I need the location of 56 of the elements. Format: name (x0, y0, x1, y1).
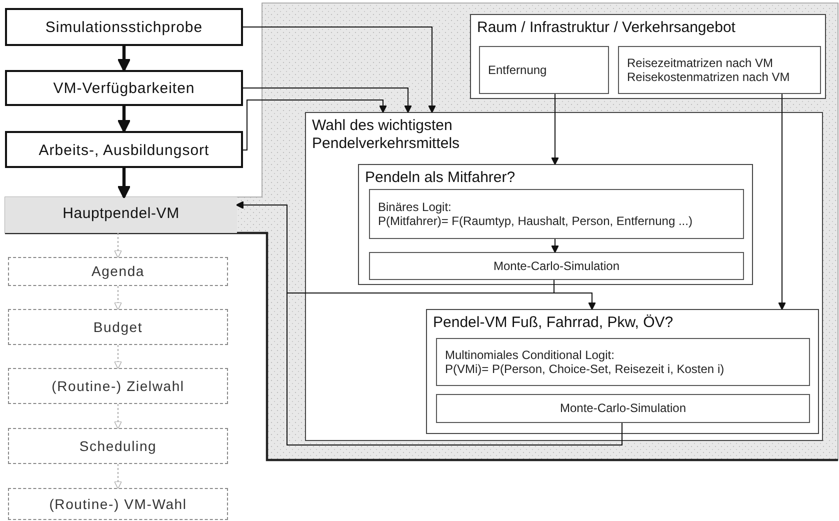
process-box (8, 368, 228, 404)
panel-heading: Pendel-VM Fuß, Fahrrad, Pkw, ÖV? (433, 314, 674, 332)
process-box (8, 257, 228, 286)
box-label: Arbeits-, Ausbildungsort (38, 142, 210, 160)
info-box (479, 46, 609, 94)
box-label: P(Mitfahrer)= F(Raumtyp, Haushalt, Person, Entfernung ...) (378, 214, 692, 228)
process-box (8, 309, 228, 345)
process-box (5, 197, 237, 233)
arrow (117, 106, 131, 133)
box-label: Agenda (90, 263, 146, 280)
box-label: Multinomiales Conditional Logit: (445, 348, 614, 362)
group-panel (305, 112, 823, 441)
panel-heading: Raum / Infrastruktur / Verkehrsangebot (477, 19, 736, 37)
box-label: Monte-Carlo-Simulation (558, 401, 688, 416)
info-box (369, 189, 744, 239)
info-box (436, 338, 810, 386)
box-label: VM-Verfügbarkeiten (52, 80, 196, 98)
arrow (242, 26, 436, 114)
info-box (369, 252, 744, 280)
arrow (778, 94, 786, 310)
box-label: Binäres Logit: (378, 200, 452, 214)
group-panel (426, 309, 819, 434)
box-label: P(VMi)= P(Person, Choice-Set, Reisezeit i, Kosten i) (445, 362, 724, 376)
box-label: Monte-Carlo-Simulation (492, 258, 621, 274)
arrow (236, 201, 622, 446)
info-box (618, 46, 821, 94)
box-label: Scheduling (78, 438, 158, 454)
box-label: Hauptpendel-VM (62, 205, 180, 223)
process-box (8, 488, 228, 520)
arrow (242, 88, 412, 114)
arrow (551, 94, 559, 166)
panel-heading: Wahl des wichtigsten Pendelverkehrsmittels (312, 117, 461, 153)
box-label: (Routine-) VM-Wahl (48, 496, 188, 512)
box-label: Simulationsstichprobe (44, 19, 204, 37)
group-panel (470, 14, 826, 99)
arrow (114, 464, 122, 490)
info-box (436, 394, 810, 423)
panel-heading: Pendeln als Mitfahrer? (365, 169, 516, 187)
arrow (117, 46, 131, 72)
arrow (114, 344, 122, 370)
process-box (5, 70, 243, 106)
arrow (114, 404, 122, 430)
box-label: Reisekostenmatrizen nach VM (627, 70, 790, 84)
process-box (5, 8, 243, 46)
box-label: Reisezeitmatrizen nach VM (627, 56, 774, 70)
box-label: (Routine-) Zielwahl (50, 378, 186, 394)
arrow (117, 168, 131, 199)
arrow (242, 100, 387, 150)
group-panel (358, 164, 753, 285)
arrow (114, 286, 122, 310)
box-label: Budget (92, 318, 144, 336)
box-label: Entfernung (488, 62, 547, 78)
arrow (551, 238, 559, 254)
process-box (5, 131, 243, 168)
process-box (8, 428, 228, 464)
arrow (114, 232, 122, 258)
